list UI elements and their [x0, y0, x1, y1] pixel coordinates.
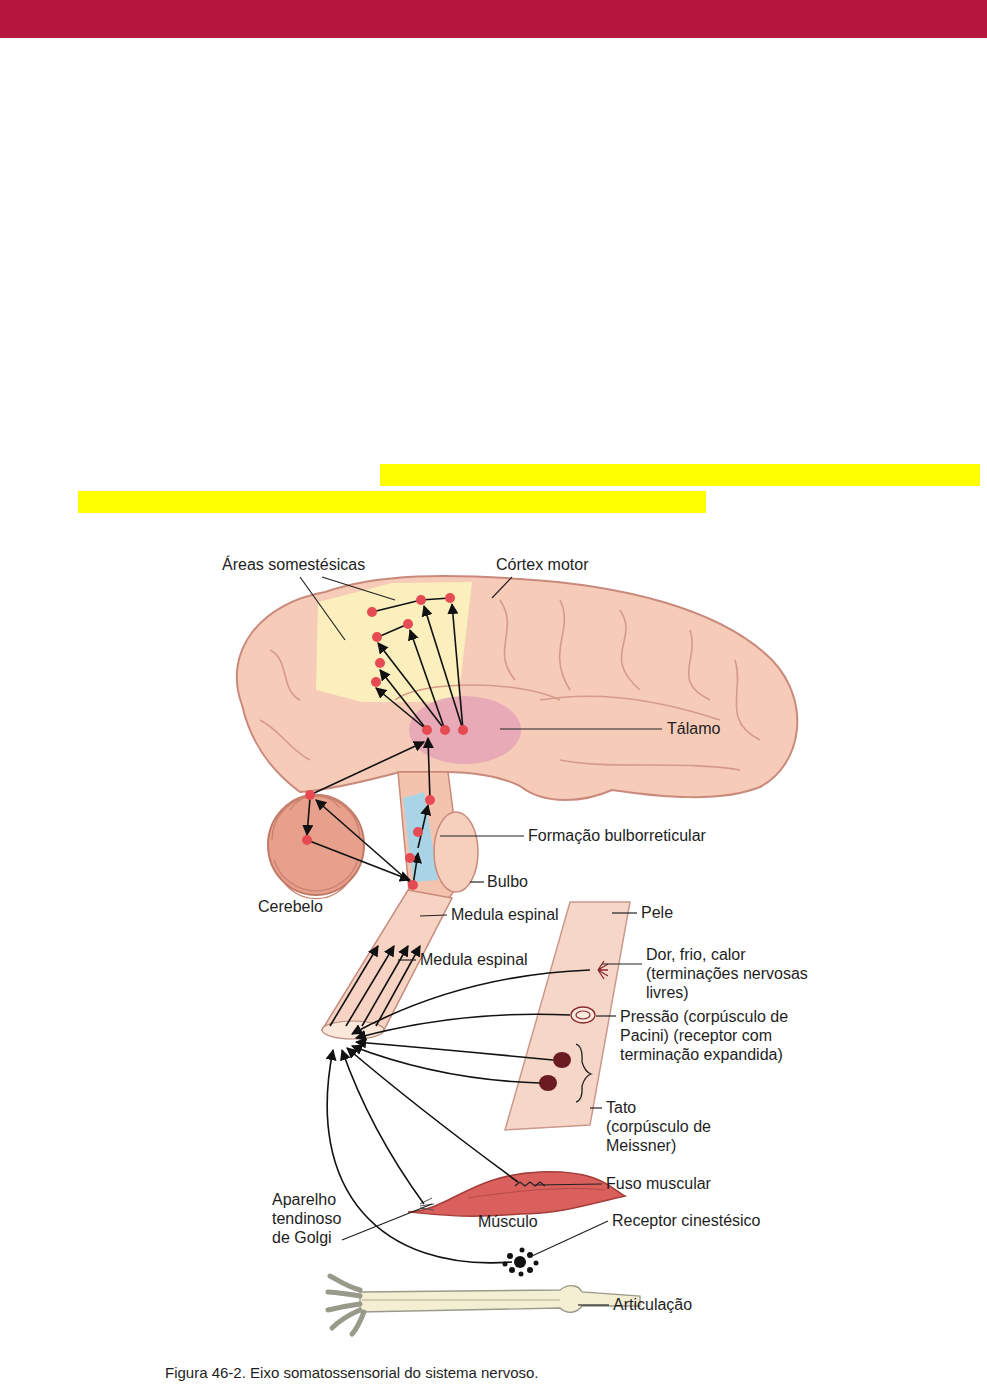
part-label: Dor, frio, calor (terminações nervosas l…	[646, 945, 826, 1002]
part-label: Fuso muscular	[606, 1174, 711, 1193]
figure-caption: Figura 46-2. Eixo somatossensorial do si…	[165, 1364, 539, 1382]
header-band	[0, 0, 987, 38]
leader-lines	[300, 577, 662, 1305]
part-label: Pressão (corpúsculo de Pacini) (receptor…	[620, 1007, 810, 1064]
highlight-bar	[380, 464, 980, 486]
part-label: Tato (corpúsculo de Meissner)	[606, 1098, 721, 1155]
part-label: Receptor cinestésico	[612, 1211, 761, 1230]
part-label: Aparelho tendinoso de Golgi	[272, 1190, 357, 1247]
skin-drawing	[505, 902, 630, 1130]
arm-bones-drawing	[328, 1248, 640, 1335]
part-label: Áreas somestésicas	[222, 555, 365, 574]
part-label: Medula espinal	[451, 905, 559, 924]
neural-pathways	[307, 598, 590, 1263]
part-label: Bulbo	[487, 872, 528, 891]
part-label: Formação bulborreticular	[528, 826, 706, 845]
muscle-drawing	[408, 1172, 625, 1216]
synapse-dots	[302, 593, 468, 890]
part-label: Músculo	[478, 1212, 538, 1231]
part-label: Cerebelo	[258, 897, 323, 916]
part-label: Articulação	[613, 1295, 692, 1314]
part-label: Medula espinal	[420, 950, 528, 969]
part-label: Córtex motor	[496, 555, 588, 574]
part-label: Pele	[641, 903, 673, 922]
highlight-bar	[78, 491, 706, 513]
part-label: Tálamo	[667, 719, 720, 738]
